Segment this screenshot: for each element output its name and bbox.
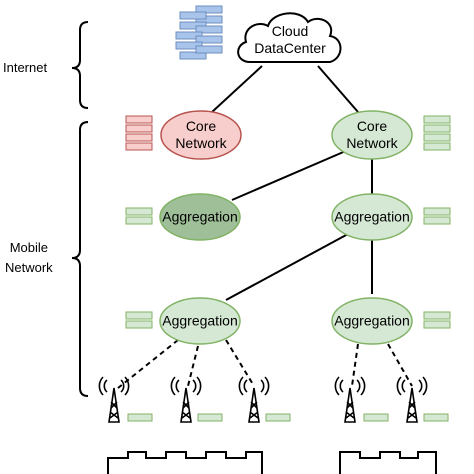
server-rack-icon: [125, 311, 153, 329]
cell-antenna-icon: [170, 376, 202, 423]
internet-label: Internet: [3, 60, 48, 75]
link-cloud-core-right: [317, 65, 359, 113]
aggregation-lower-right-label: Aggregation: [334, 312, 410, 329]
links: [211, 65, 373, 301]
radio-link: [351, 343, 359, 387]
core-left-label: Core Network: [175, 118, 226, 152]
cell-antenna-icon: [98, 376, 130, 423]
link-core-right-agg-upper-left: [231, 149, 349, 201]
server-rack-icon: [423, 207, 451, 225]
aggregation-upper-left-label: Aggregation: [162, 208, 238, 225]
mobile-bracket-icon: [71, 121, 89, 397]
core-left-line2: Network: [175, 135, 227, 151]
cell-antenna-icon: [334, 376, 366, 423]
antennas: [98, 376, 428, 423]
core-network-left: [160, 110, 242, 160]
server-rack-icon: [125, 115, 153, 151]
mobile-label-line2: Network: [5, 260, 53, 275]
core-network-right: [331, 110, 413, 160]
cloud-label-line2: DataCenter: [254, 40, 326, 56]
core-right-label: Core Network: [346, 118, 397, 152]
aggregation-lower-left: [159, 297, 241, 345]
core-right-line1: Core: [356, 118, 388, 134]
aggregation-upper-right: [331, 193, 413, 241]
radio-link: [387, 343, 413, 387]
cloud-server-stack-icon: [175, 5, 223, 60]
server-rack-icon: [197, 413, 223, 422]
server-rack-icon: [125, 207, 153, 225]
cell-antenna-icon: [238, 376, 270, 423]
mobile-label-line1: Mobile: [9, 240, 48, 255]
server-rack-icon: [127, 413, 153, 422]
cloud-label-line1: Cloud: [271, 23, 309, 39]
cloud-icon: [237, 12, 342, 63]
building-skyline-icon: [107, 451, 437, 474]
internet-bracket-icon: [71, 21, 89, 109]
core-left-line1: Core: [185, 118, 217, 134]
aggregation-lower-right: [331, 297, 413, 345]
radio-links: [117, 339, 413, 389]
server-rack-icon: [423, 413, 449, 422]
server-rack-icon: [363, 413, 389, 422]
link-agg-upper-right-agg-lower-left: [225, 233, 349, 301]
aggregation-upper-left: [159, 193, 241, 241]
server-rack-icon: [423, 311, 451, 329]
edge-server-icons: [127, 413, 449, 422]
cell-antenna-icon: [396, 376, 428, 423]
server-rack-icon: [423, 115, 451, 151]
link-cloud-core-left: [211, 65, 263, 113]
aggregation-upper-right-label: Aggregation: [334, 208, 410, 225]
mobile-network-label: Mobile Network: [5, 238, 53, 278]
radio-link: [225, 339, 255, 387]
server-rack-icon: [265, 413, 291, 422]
core-right-line2: Network: [346, 135, 398, 151]
radio-link: [187, 345, 199, 387]
cloud-datacenter-label: Cloud DataCenter: [254, 23, 326, 57]
aggregation-lower-left-label: Aggregation: [162, 312, 238, 329]
